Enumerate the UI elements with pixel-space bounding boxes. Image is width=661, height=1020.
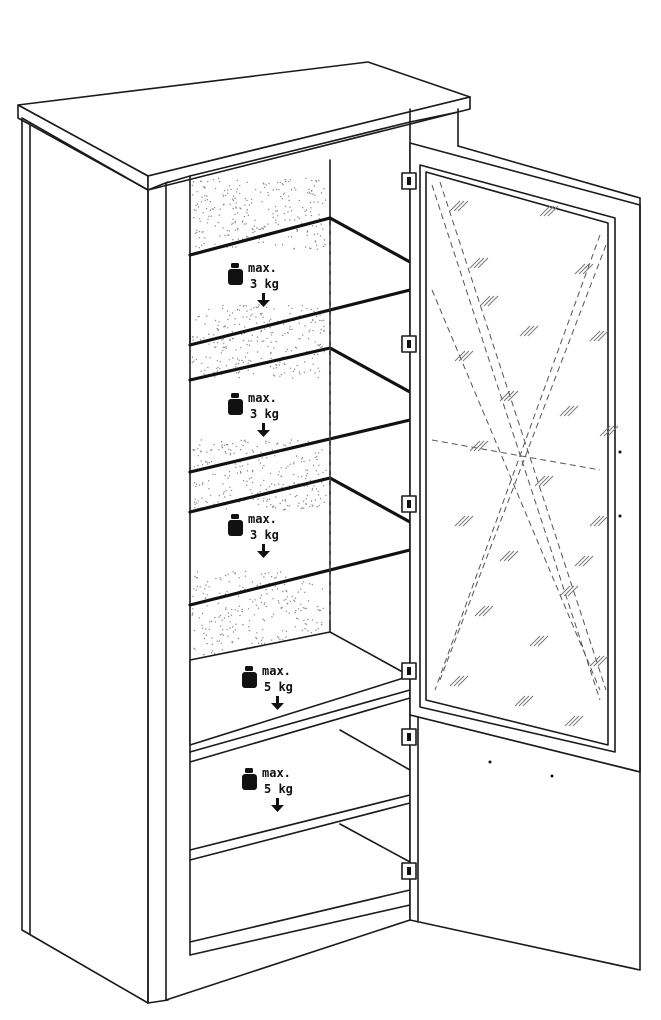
load-label: max. 3 kg xyxy=(228,391,279,437)
glass-door xyxy=(409,142,641,773)
weight-icon xyxy=(242,768,257,790)
glass-shelves xyxy=(188,216,412,620)
cabinet-top xyxy=(17,61,471,191)
hinge-icon xyxy=(401,728,417,746)
load-label: max. 3 kg xyxy=(228,512,279,558)
max-label: max. xyxy=(262,766,291,780)
weight-icon xyxy=(228,263,243,285)
weight-value: 5 kg xyxy=(264,680,293,694)
weight-value: 5 kg xyxy=(264,782,293,796)
weight-value: 3 kg xyxy=(250,277,279,291)
max-label: max. xyxy=(248,261,277,275)
max-label: max. xyxy=(262,664,291,678)
wooden-shelves xyxy=(189,631,411,863)
max-label: max. xyxy=(248,512,277,526)
load-labels: max. 3 kg max. 3 kg max. 3 kg max. 5 kg max. 5 kg xyxy=(228,261,293,812)
hinge-icon xyxy=(401,862,417,880)
down-arrow-icon xyxy=(271,798,284,812)
weight-icon xyxy=(228,393,243,415)
weight-value: 3 kg xyxy=(250,407,279,421)
weight-icon xyxy=(228,514,243,536)
hinge-icon xyxy=(401,335,417,353)
max-label: max. xyxy=(248,391,277,405)
down-arrow-icon xyxy=(271,696,284,710)
down-arrow-icon xyxy=(257,423,270,437)
hinges xyxy=(401,172,417,880)
load-label: max. 5 kg xyxy=(242,766,293,812)
load-label: max. 3 kg xyxy=(228,261,279,307)
lower-door xyxy=(409,450,641,971)
hinge-icon xyxy=(401,662,417,680)
weight-icon xyxy=(242,666,257,688)
down-arrow-icon xyxy=(257,293,270,307)
load-label: max. 5 kg xyxy=(242,664,293,710)
hinge-icon xyxy=(401,495,417,513)
down-arrow-icon xyxy=(257,544,270,558)
weight-value: 3 kg xyxy=(250,528,279,542)
hinge-icon xyxy=(401,172,417,190)
